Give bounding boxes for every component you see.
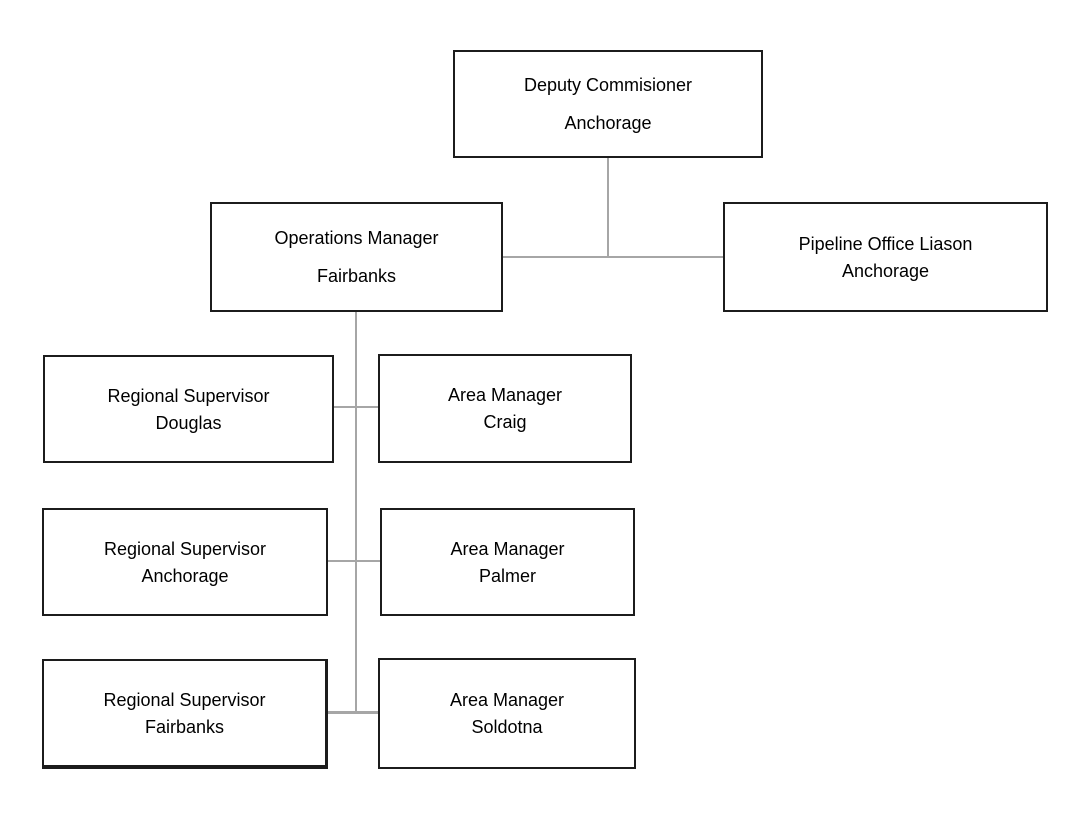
node-title: Pipeline Office Liason <box>798 233 973 254</box>
node-title: Area Manager <box>450 538 565 559</box>
node-title: Regional Supervisor <box>103 689 266 710</box>
node-location: Soldotna <box>471 717 543 737</box>
node-location: Anchorage <box>841 260 930 281</box>
node-location: Fairbanks <box>316 266 397 286</box>
connector-deputy-horizontal <box>503 256 723 258</box>
node-regional-supervisor-douglas: Regional Supervisor Douglas <box>43 355 334 463</box>
node-title: Deputy Commisioner <box>523 75 693 95</box>
connector-row3-horizontal <box>328 711 378 714</box>
node-title: Area Manager <box>447 385 563 405</box>
connector-row1-horizontal <box>334 406 378 408</box>
node-area-manager-soldotna: Area Manager Soldotna <box>378 658 636 769</box>
node-pipeline-office-liason: Pipeline Office Liason Anchorage <box>723 202 1048 312</box>
node-title: Regional Supervisor <box>103 538 267 559</box>
connector-row2-horizontal <box>328 560 380 562</box>
node-regional-supervisor-fairbanks: Regional Supervisor Fairbanks <box>42 659 328 769</box>
node-location: Fairbanks <box>144 716 225 737</box>
node-area-manager-craig: Area Manager Craig <box>378 354 632 463</box>
node-area-manager-palmer: Area Manager Palmer <box>380 508 635 616</box>
node-location: Douglas <box>155 412 222 433</box>
node-title: Regional Supervisor <box>107 385 270 406</box>
node-operations-manager: Operations Manager Fairbanks <box>210 202 503 312</box>
node-location: Anchorage <box>564 113 652 133</box>
node-location: Craig <box>483 412 527 432</box>
connector-deputy-down <box>607 157 609 258</box>
node-location: Palmer <box>478 565 536 586</box>
node-title: Area Manager <box>449 690 565 710</box>
node-regional-supervisor-anchorage: Regional Supervisor Anchorage <box>42 508 328 616</box>
node-location: Anchorage <box>141 565 229 586</box>
node-title: Operations Manager <box>274 228 439 248</box>
connector-operations-down <box>355 311 357 713</box>
node-deputy-commisioner: Deputy Commisioner Anchorage <box>453 50 763 158</box>
